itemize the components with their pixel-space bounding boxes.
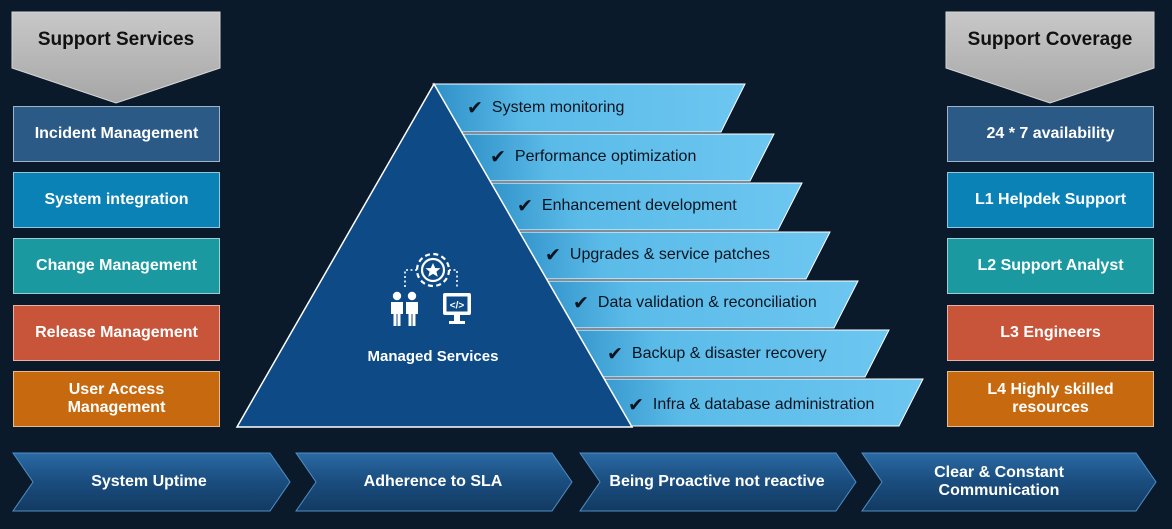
check-icon: ✔ <box>573 292 589 314</box>
left-panel-header: Support Services <box>12 12 220 104</box>
pyramid-step-label: ✔Upgrades & service patches <box>545 244 771 266</box>
left-panel-header-label: Support Services <box>37 29 195 50</box>
support-service-item: System integration <box>13 172 220 228</box>
pyramid-step-label: ✔Performance optimization <box>490 146 697 168</box>
support-service-item: Change Management <box>13 238 220 294</box>
check-icon: ✔ <box>467 97 483 119</box>
gear-people-code-icon: </> <box>391 252 471 326</box>
right-panel-header-label: Support Coverage <box>967 29 1133 50</box>
bottom-chevron-arrow <box>12 452 291 512</box>
support-service-item: Incident Management <box>13 106 220 162</box>
check-icon: ✔ <box>628 394 644 416</box>
header-down-arrow <box>11 11 221 104</box>
bottom-arrow-label: Adherence to SLA <box>363 473 503 490</box>
check-icon: ✔ <box>517 195 533 217</box>
support-service-item: Release Management <box>13 305 220 361</box>
svg-text:</>: </> <box>450 301 465 312</box>
pyramid-step-label: ✔Enhancement development <box>517 195 737 217</box>
check-icon: ✔ <box>490 146 506 168</box>
support-coverage-item: L2 Support Analyst <box>947 238 1154 294</box>
bottom-arrow-label: Clear & Constant Communication <box>934 464 1064 499</box>
pyramid-center-label: Managed Services <box>367 348 499 365</box>
pyramid-shape <box>235 82 634 428</box>
support-coverage-item: L4 Highly skilled resources <box>947 371 1154 427</box>
bottom-arrow-label: System Uptime <box>91 473 207 490</box>
bottom-arrow-label: Being Proactive not reactive <box>609 473 825 490</box>
support-coverage-item: 24 * 7 availability <box>947 106 1154 162</box>
pyramid-step-label: ✔Data validation & reconciliation <box>573 292 817 314</box>
check-icon: ✔ <box>607 343 623 365</box>
bottom-chevron-arrow <box>861 452 1157 512</box>
support-coverage-item: L3 Engineers <box>947 305 1154 361</box>
pyramid-step-label: ✔Infra & database administration <box>628 394 875 416</box>
support-service-item: User Access Management <box>13 371 220 427</box>
bottom-chevron-arrow <box>579 452 857 512</box>
pyramid-step-label: ✔Backup & disaster recovery <box>607 343 827 365</box>
bottom-chevron-arrow <box>295 452 573 512</box>
check-icon: ✔ <box>545 244 561 266</box>
right-panel-header: Support Coverage <box>946 12 1154 104</box>
header-down-arrow <box>945 11 1155 104</box>
pyramid-step-label: ✔System monitoring <box>467 97 625 119</box>
support-coverage-item: L1 Helpdek Support <box>947 172 1154 228</box>
